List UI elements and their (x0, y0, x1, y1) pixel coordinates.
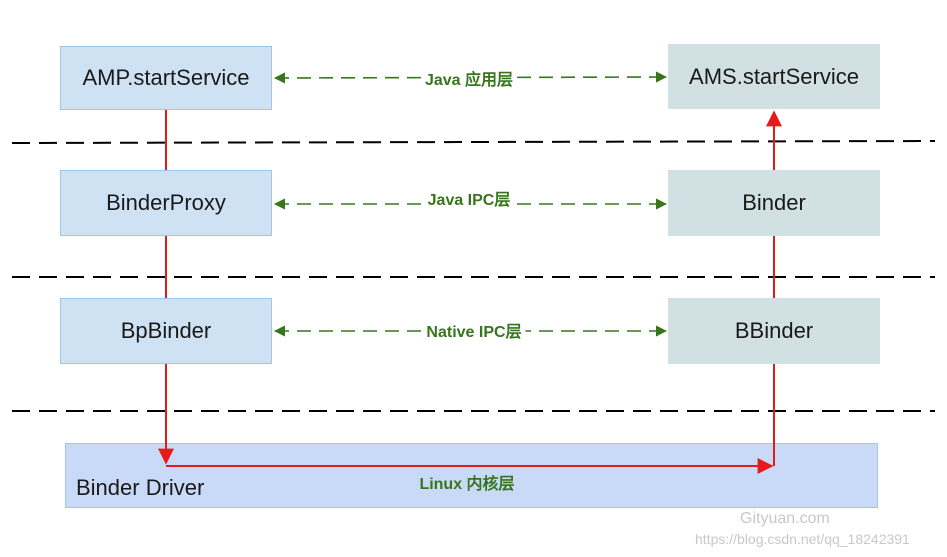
separator-line (11, 140, 936, 144)
bp-binder-box: BpBinder (60, 298, 272, 364)
binder-driver-box: Binder Driver (65, 443, 878, 508)
binder-box: Binder (668, 170, 880, 236)
binder-proxy-box: BinderProxy (60, 170, 272, 236)
linux-kernel-layer-label: Linux 内核层 (419, 476, 515, 493)
site-watermark: Gityuan.com (740, 510, 830, 527)
native-ipc-layer-label: Native IPC层 (422, 318, 526, 342)
url-watermark: https://blog.csdn.net/qq_18242391 (695, 531, 910, 547)
amp-start-service-box: AMP.startService (60, 46, 272, 110)
ams-start-service-box: AMS.startService (668, 44, 880, 109)
b-binder-box: BBinder (668, 298, 880, 364)
java-app-layer-label: Java 应用层 (420, 66, 518, 90)
java-ipc-layer-label: Java IPC层 (423, 186, 515, 210)
